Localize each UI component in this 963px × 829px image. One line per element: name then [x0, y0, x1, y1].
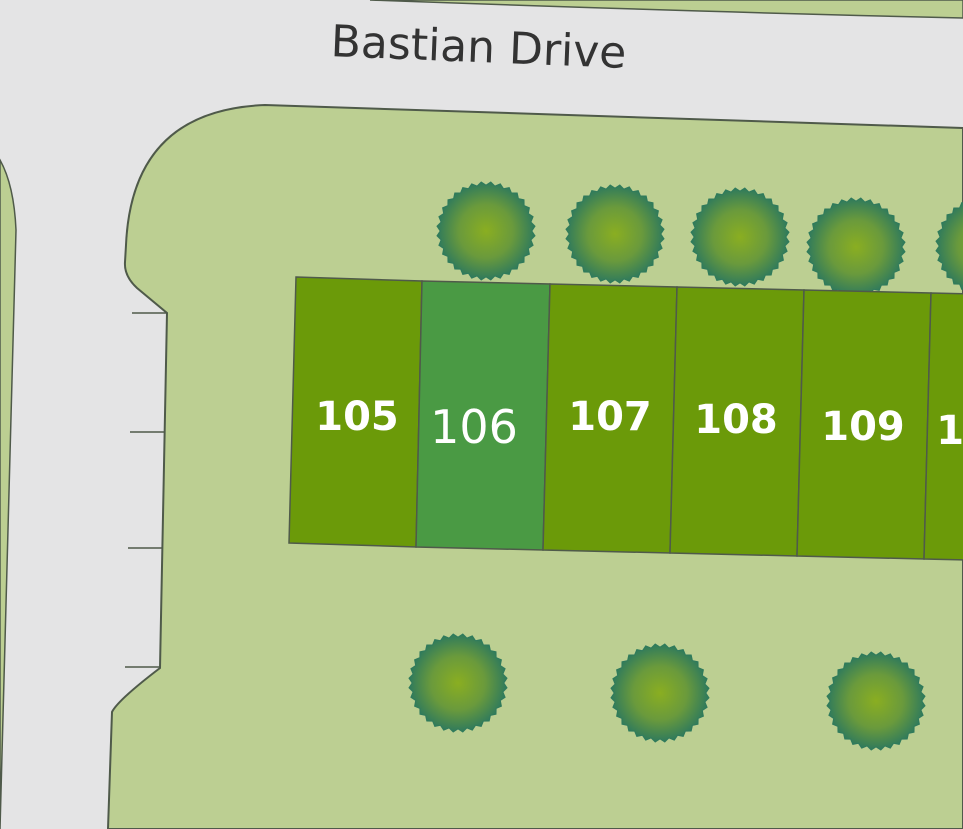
tree-icon: [935, 202, 963, 290]
tree-icon: [610, 643, 710, 743]
tree-icon: [690, 187, 790, 287]
street-name-label: Bastian Drive: [330, 16, 628, 79]
lot-number-label: 105: [315, 394, 399, 440]
lot-number-label: 109: [821, 404, 905, 450]
lot-105[interactable]: 105: [288, 276, 423, 548]
tree-icon: [565, 184, 665, 284]
tree-icon: [806, 197, 906, 297]
lot-number-label: 107: [568, 394, 652, 440]
lot-shape[interactable]: [923, 292, 963, 562]
lot-110[interactable]: 110: [923, 292, 963, 562]
tree-icon: [826, 651, 926, 751]
lot-number-label: 106: [430, 400, 518, 454]
grass-median-left: [0, 158, 17, 829]
lot-108[interactable]: 108: [669, 286, 805, 557]
grass-strip-top: [369, 0, 963, 19]
lot-number-label: 110: [936, 408, 963, 454]
tree-icon: [436, 181, 536, 281]
lot-106[interactable]: 106: [415, 280, 551, 551]
lots-group: 105 106 107 108 109 110: [288, 276, 963, 562]
parking-lines: [125, 312, 167, 668]
tree-icon: [408, 633, 508, 733]
trees: [408, 181, 963, 751]
lot-number-label: 108: [694, 397, 778, 443]
lot-109[interactable]: 109: [796, 289, 932, 560]
lot-107[interactable]: 107: [542, 283, 678, 554]
